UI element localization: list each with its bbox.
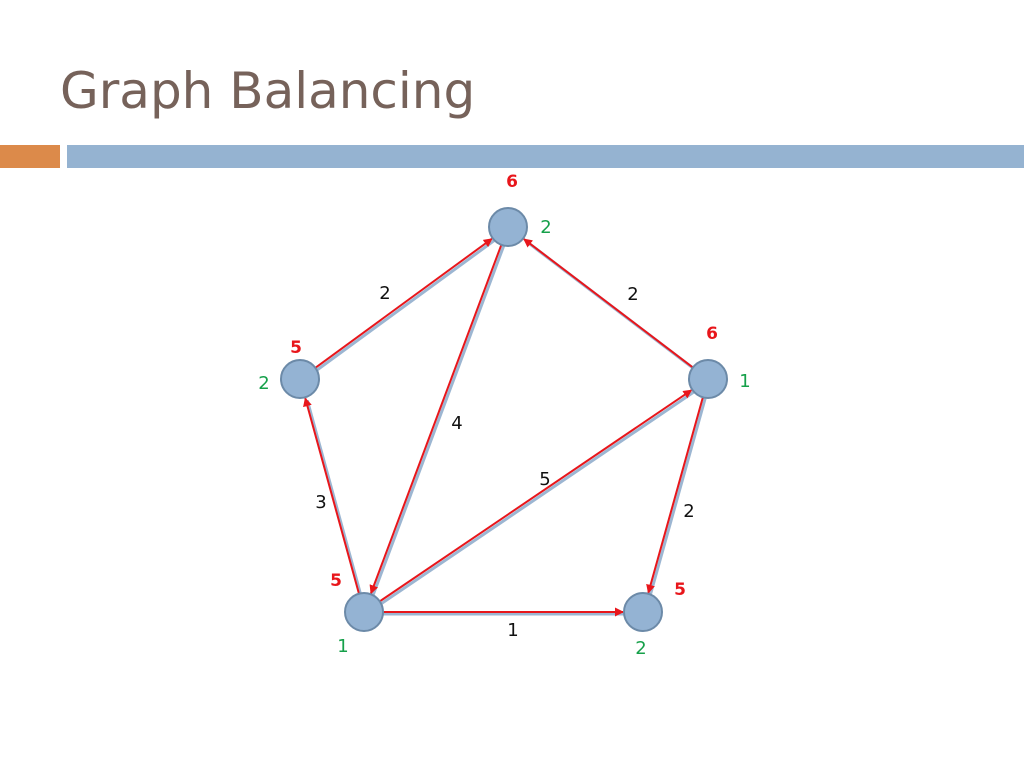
accent-bar-right (67, 145, 1024, 168)
node-bottom-right-value: 5 (674, 580, 686, 600)
node-top (488, 207, 528, 247)
edge-top-bottom-left-base (371, 232, 511, 596)
slide-title: Graph Balancing (60, 62, 476, 120)
edge-bottom-left-right-base (368, 390, 695, 614)
edge-bottom-left-left-base (305, 399, 367, 611)
node-left (280, 359, 320, 399)
edge-bottom-left-left-arrow (303, 397, 364, 609)
node-bottom-right (623, 592, 663, 632)
edge-left-top-arrow (302, 237, 493, 378)
nodes-layer (280, 207, 728, 632)
accent-bar-left (0, 145, 60, 168)
edge-right-bottom-right-base (648, 384, 711, 596)
edges-layer (302, 230, 711, 617)
edge-right-top-arrow (523, 238, 706, 378)
edge-weight-label: 1 (507, 620, 518, 641)
node-right-value: 6 (706, 324, 718, 344)
node-top-value: 6 (506, 172, 518, 192)
edge-weight-label: 4 (451, 413, 462, 434)
edge-bottom-left-right-arrow (366, 389, 693, 611)
edge-weight-label: 2 (379, 283, 390, 304)
edge-right-bottom-right-arrow (646, 382, 708, 594)
node-left-value: 5 (290, 338, 302, 358)
node-left-label: 2 (258, 373, 269, 394)
node-bottom-left-label: 1 (337, 636, 348, 657)
edge-left-top-base (304, 239, 495, 380)
edge-weight-label: 5 (539, 469, 550, 490)
node-bottom-right-label: 2 (635, 638, 646, 659)
edge-top-bottom-left-arrow (369, 230, 508, 595)
node-top-label: 2 (540, 217, 551, 238)
node-right-label: 1 (739, 371, 750, 392)
node-bottom-left-value: 5 (330, 571, 342, 591)
node-right (688, 359, 728, 399)
edge-weight-label: 3 (315, 492, 326, 513)
edge-weight-label: 2 (683, 501, 694, 522)
labels-layer: 2 2 4 3 5 2 1 6 2 6 1 5 2 5 1 5 2 (258, 172, 750, 659)
edge-weight-label: 2 (627, 284, 638, 305)
node-bottom-left (344, 592, 384, 632)
